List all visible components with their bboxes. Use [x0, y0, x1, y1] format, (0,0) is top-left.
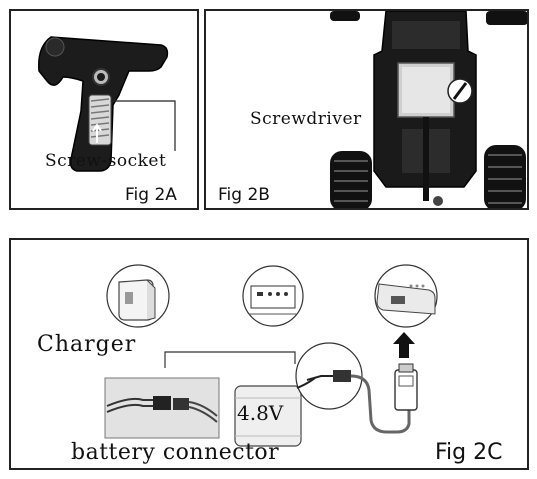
usb-plug-icon	[350, 363, 418, 434]
fig-2c-caption: Fig 2C	[435, 440, 503, 465]
screwdriver-label: Screwdriver	[250, 109, 362, 129]
callout-line	[111, 100, 176, 151]
battery-connector-photo	[104, 377, 220, 439]
charger-label: Charger	[37, 332, 137, 357]
wall-charger-icon	[106, 264, 170, 328]
charging-socket-closeup-icon	[374, 264, 438, 328]
battery-connector-label: battery connector	[71, 440, 280, 465]
car-chassis-icon	[330, 11, 527, 208]
battery-pack-icon	[234, 342, 363, 447]
fig-2c-panel: Charger 4.8V battery connector Fig 2C	[9, 238, 529, 470]
screw-socket-label: Screw-socket	[45, 151, 167, 171]
fig-2a-panel: Screw-socket Fig 2A	[9, 9, 199, 210]
charging-port-icon	[242, 265, 304, 327]
arrow-up-icon	[393, 332, 415, 358]
remote-controller-icon	[38, 36, 176, 172]
fig-2b-panel: Screwdriver Fig 2B	[204, 9, 529, 210]
connector-bracket-line	[164, 351, 296, 368]
fig-2a-caption: Fig 2A	[125, 185, 177, 205]
screwdriver-icon	[447, 78, 473, 104]
battery-voltage-label: 4.8V	[237, 401, 284, 425]
fig-2b-caption: Fig 2B	[218, 185, 270, 205]
